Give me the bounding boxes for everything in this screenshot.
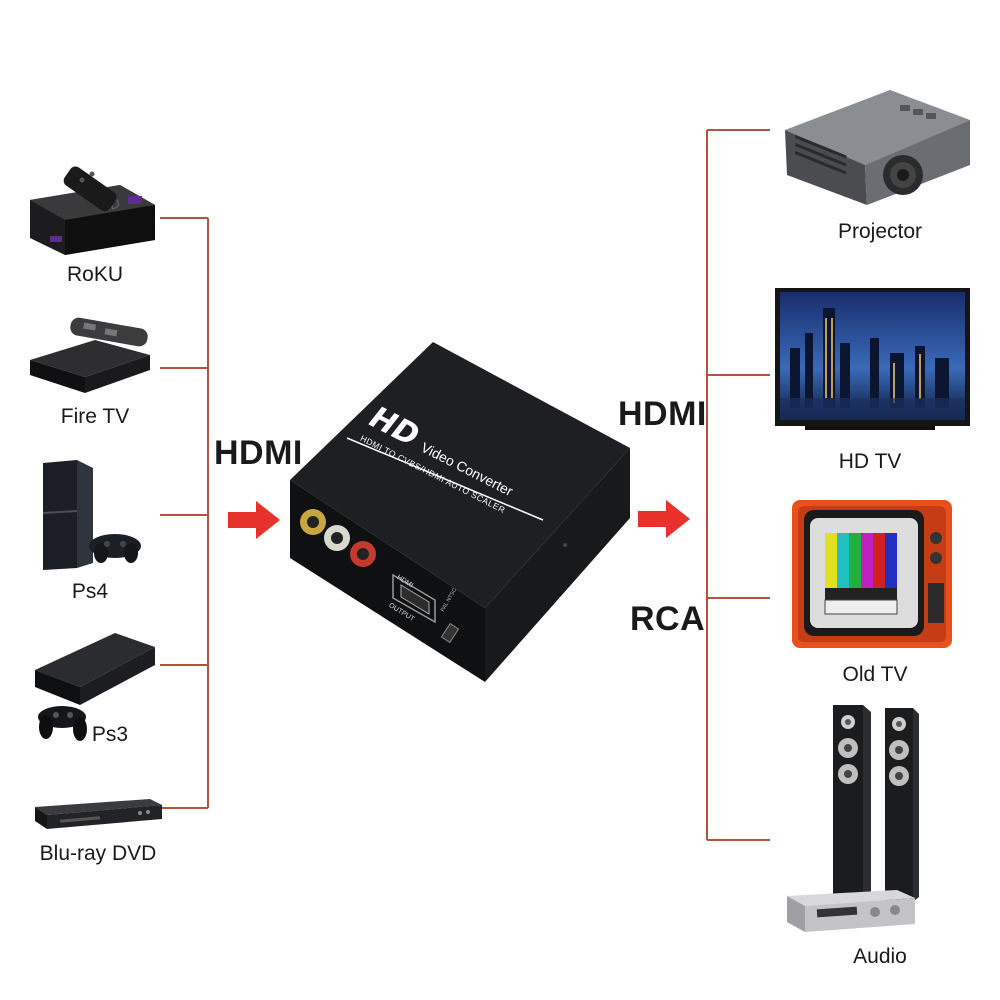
device-label-old-tv: Old TV [842,663,908,686]
output-arrow-icon [638,500,690,538]
ps3-console-icon [35,633,155,741]
audio-speakers-icon [787,705,919,932]
projector-icon [785,90,970,205]
rca-jacks [300,509,376,567]
bluray-player-icon [35,799,162,829]
input-arrow-icon [228,501,280,539]
device-label-fire-tv: Fire TV [60,405,130,428]
device-label-roku: RoKU [66,263,124,286]
output-hdmi-label: HDMI [618,395,707,433]
device-label-bluray: Blu-ray DVD [39,842,157,865]
device-label-hd-tv: HD TV [838,450,902,473]
device-label-ps3: Ps3 [91,723,129,746]
fire-tv-icon [30,317,150,393]
converter-box [290,342,630,682]
device-label-ps4: Ps4 [71,580,109,603]
ps4-console-icon [42,460,141,570]
device-label-audio: Audio [853,945,907,968]
output-rca-label: RCA [630,600,706,638]
device-label-projector: Projector [837,220,923,243]
hd-tv-icon [775,288,970,430]
roku-box-icon: XD [30,166,155,255]
input-hdmi-label: HDMI [214,434,303,472]
old-tv-icon [792,500,952,648]
